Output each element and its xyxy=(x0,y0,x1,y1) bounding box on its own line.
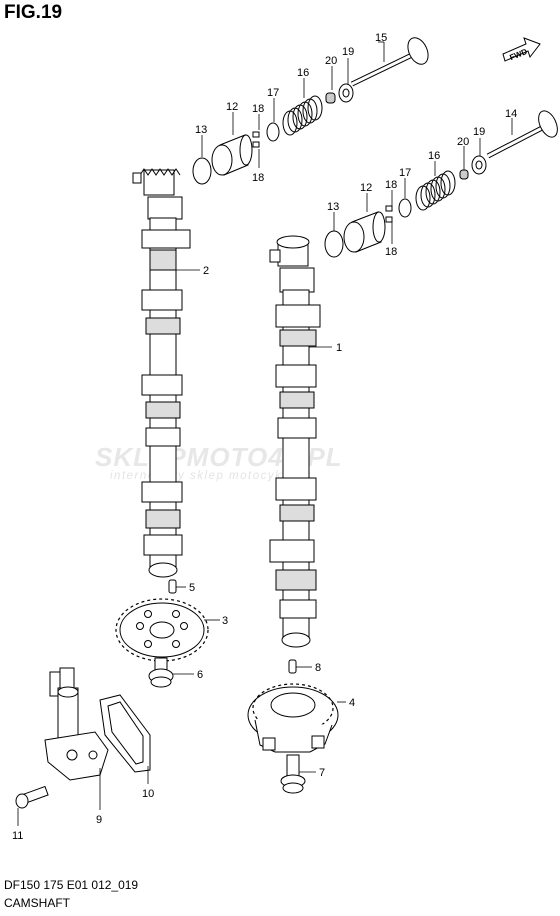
camshaft-1-part xyxy=(269,235,321,648)
callout-9: 9 xyxy=(96,814,102,826)
callout-11: 11 xyxy=(12,830,23,842)
callout-7: 7 xyxy=(319,767,325,779)
oil-control-valve-9-part xyxy=(44,667,109,781)
tappet-12-part xyxy=(211,134,253,176)
washer-17b-part xyxy=(398,198,412,218)
callout-12-b: 12 xyxy=(360,182,372,194)
cotter-18-part xyxy=(252,131,260,138)
callout-18-lower: 18 xyxy=(252,172,264,184)
callout-13: 13 xyxy=(195,124,207,136)
fwd-arrow-icon: FWD xyxy=(502,37,541,62)
figure-code: DF150 175 E01 012_019 xyxy=(4,878,139,892)
bolt-7-part xyxy=(280,754,306,794)
callout-17: 17 xyxy=(267,87,279,99)
callout-12: 12 xyxy=(226,101,238,113)
callout-6: 6 xyxy=(197,669,203,681)
valve-15-part xyxy=(350,37,429,87)
callout-labels: 15 19 20 16 17 18 12 13 18 14 19 20 16 1… xyxy=(12,32,517,842)
pin-8-part xyxy=(288,659,297,674)
fwd-label: FWD xyxy=(508,47,528,62)
callout-20: 20 xyxy=(325,55,337,67)
sprocket-3-part xyxy=(115,598,209,662)
spring-16b-part xyxy=(415,170,456,211)
callout-17-b: 17 xyxy=(399,167,411,179)
callout-18-b-lower: 18 xyxy=(385,246,397,258)
bolt-11-part xyxy=(15,785,49,809)
callout-10: 10 xyxy=(142,788,154,800)
camshaft-2-part xyxy=(132,168,191,578)
callout-16: 16 xyxy=(297,67,309,79)
callout-20-b: 20 xyxy=(457,136,469,148)
pin-5-part xyxy=(168,579,177,594)
figure-name: CAMSHAFT xyxy=(4,896,70,910)
leader-lines xyxy=(17,41,513,826)
callout-14: 14 xyxy=(505,108,517,120)
actuator-4-part xyxy=(247,683,339,753)
callout-15: 15 xyxy=(375,32,387,44)
callout-1: 1 xyxy=(336,342,342,354)
washer-17-part xyxy=(266,122,280,142)
callout-8: 8 xyxy=(315,662,321,674)
spring-16-part xyxy=(282,95,323,136)
callout-18: 18 xyxy=(252,103,264,115)
figure-title: FIG.19 xyxy=(4,2,63,23)
callout-18-b: 18 xyxy=(385,179,397,191)
shim-13b-part xyxy=(324,230,344,258)
valve-train-upper xyxy=(192,37,429,185)
valve-train-lower xyxy=(324,110,558,258)
gasket-10-part xyxy=(99,694,151,773)
cotter-18b-part xyxy=(385,205,393,212)
callout-2: 2 xyxy=(203,265,209,277)
callout-16-b: 16 xyxy=(428,150,440,162)
callout-19-b: 19 xyxy=(473,126,485,138)
callout-3: 3 xyxy=(222,615,228,627)
callout-4: 4 xyxy=(349,697,355,709)
seal-20b-part xyxy=(459,169,469,180)
valve-14-part xyxy=(486,110,558,159)
bolt-6-part xyxy=(148,657,174,688)
callout-5: 5 xyxy=(189,582,195,594)
shim-13-part xyxy=(192,157,212,185)
tappet-12b-part xyxy=(343,211,386,253)
callout-19: 19 xyxy=(342,46,354,58)
callout-13-b: 13 xyxy=(327,201,339,213)
seal-20-part xyxy=(325,92,336,104)
